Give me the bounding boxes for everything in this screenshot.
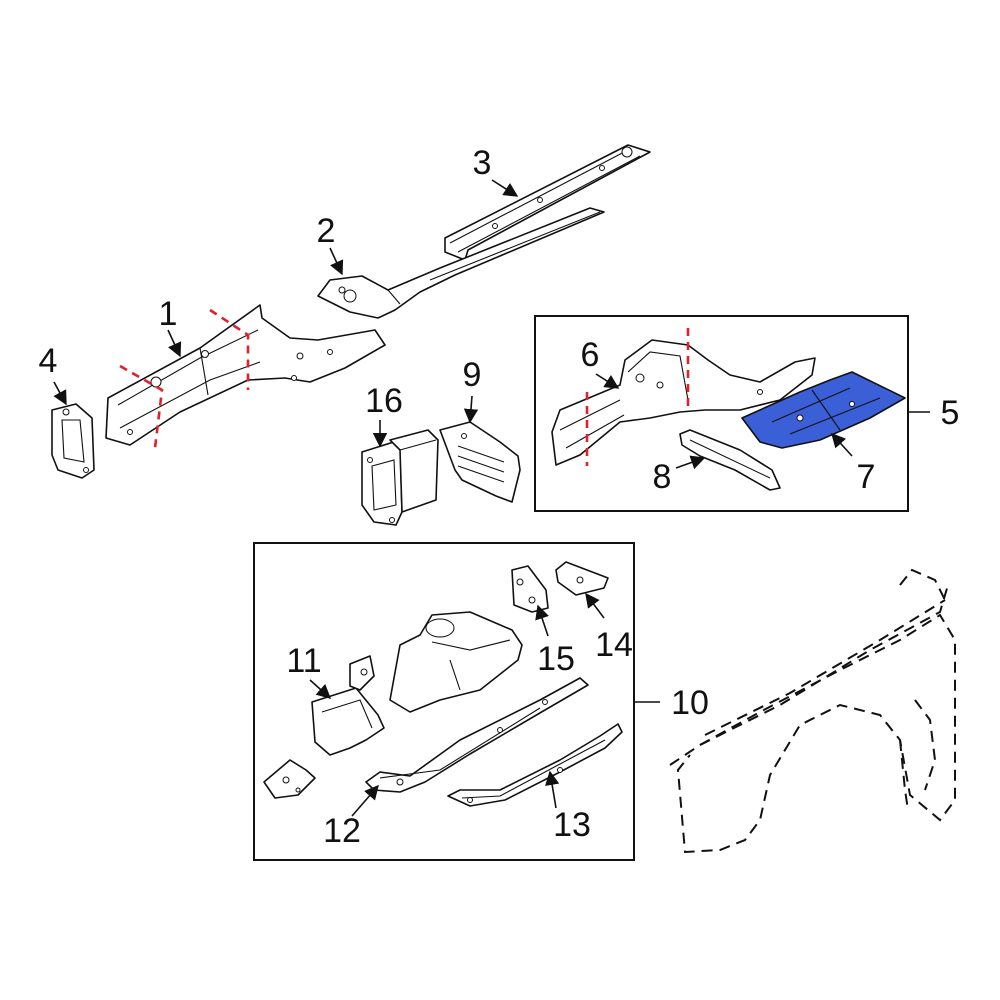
callout-12: 12	[323, 812, 361, 850]
part-1-frame-rail[interactable]	[105, 304, 386, 446]
callout-14: 14	[595, 626, 633, 664]
part-3-rail[interactable]	[444, 144, 651, 261]
part-7-panel-highlighted[interactable]	[741, 371, 906, 449]
cut-line	[119, 364, 164, 449]
cut-lines-part-6	[585, 328, 690, 466]
callout-4: 4	[39, 342, 58, 380]
callout-10: 10	[671, 684, 709, 722]
callout-9: 9	[463, 356, 482, 394]
part-12-rail[interactable]	[365, 677, 589, 793]
callout-1: 1	[159, 295, 178, 333]
part-14-bracket[interactable]	[555, 561, 609, 596]
callout-6: 6	[581, 336, 600, 374]
callout-8: 8	[653, 458, 672, 496]
part-13-rail[interactable]	[447, 723, 623, 807]
callout-3: 3	[473, 144, 492, 182]
callout-7: 7	[857, 458, 876, 496]
part-8-bracket[interactable]	[679, 429, 781, 491]
box-5	[534, 315, 909, 512]
part-16-box-bracket[interactable]	[361, 429, 439, 526]
callout-5: 5	[941, 394, 960, 432]
part-15-gusset[interactable]	[511, 565, 549, 613]
callout-15: 15	[537, 640, 575, 678]
callout-16: 16	[365, 382, 403, 420]
part-9-reinforcement[interactable]	[439, 421, 521, 503]
cut-line	[209, 308, 250, 390]
part-2-apron-rail[interactable]	[317, 207, 605, 319]
part-11-bracket[interactable]	[311, 687, 385, 756]
callout-2: 2	[317, 212, 336, 250]
cut-lines-part-1	[119, 308, 250, 449]
part-4-plate[interactable]	[51, 403, 95, 479]
leaders	[53, 179, 930, 817]
fender-outline	[669, 568, 956, 854]
callout-13: 13	[553, 806, 591, 844]
callout-11: 11	[286, 642, 321, 680]
part-6-apron[interactable]	[551, 339, 816, 466]
small-clip[interactable]	[349, 655, 375, 691]
strut-tower[interactable]	[389, 611, 523, 713]
small-plate[interactable]	[263, 759, 316, 799]
